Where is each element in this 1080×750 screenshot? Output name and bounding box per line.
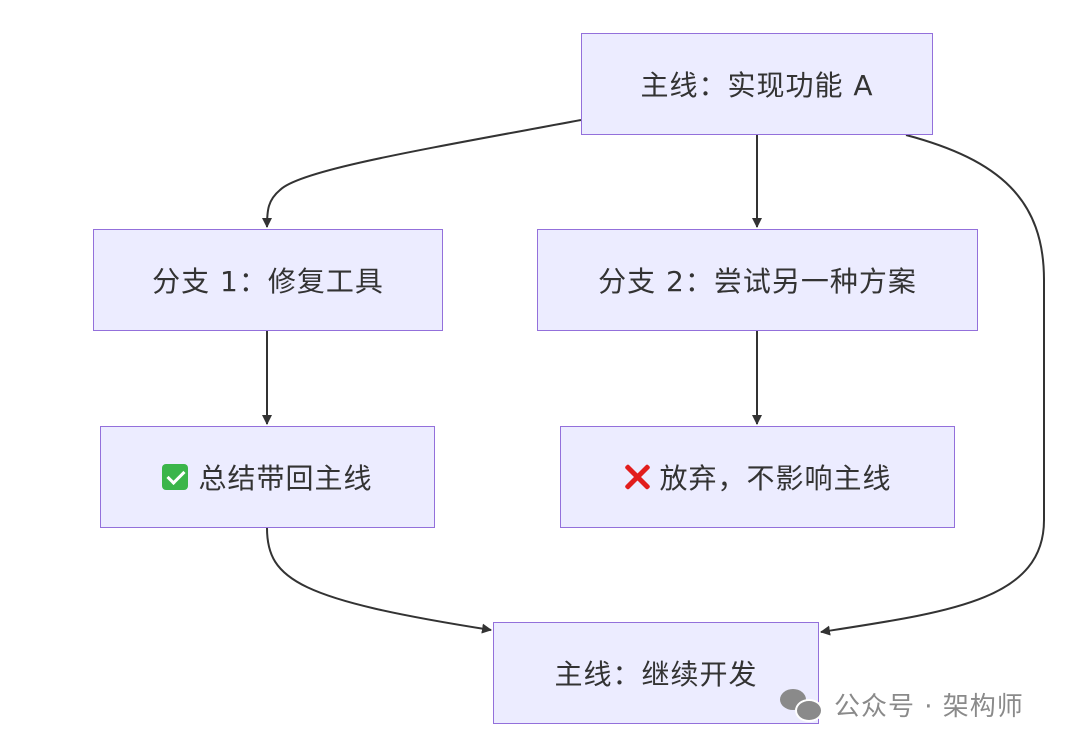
node-branch-2: 分支 2：尝试另一种方案 (537, 229, 978, 331)
node-label: 放弃，不影响主线 (659, 462, 892, 495)
node-label: 主线：实现功能 A (640, 69, 874, 102)
node-label: 主线：继续开发 (554, 658, 758, 691)
check-mark-icon (162, 464, 189, 490)
watermark-text: 公众号 · 架构师 (834, 692, 1024, 722)
node-abandon: 放弃，不影响主线 (560, 426, 955, 528)
cross-mark-icon (623, 463, 651, 491)
edge-main-to-continue (820, 134, 1045, 636)
wechat-icon (780, 687, 824, 723)
edge-summary-to-continue (266, 527, 492, 634)
node-main-continue: 主线：继续开发 (493, 622, 819, 724)
node-branch-1: 分支 1：修复工具 (93, 229, 443, 331)
node-summary-back-to-main: 总结带回主线 (100, 426, 435, 528)
node-label: 分支 2：尝试另一种方案 (598, 265, 917, 298)
node-main-implement-a: 主线：实现功能 A (581, 33, 933, 135)
watermark: 公众号 · 架构师 (780, 686, 1024, 723)
node-label: 分支 1：修复工具 (152, 265, 384, 298)
node-label: 总结带回主线 (198, 462, 373, 495)
edge-main-to-branch1 (262, 119, 582, 228)
